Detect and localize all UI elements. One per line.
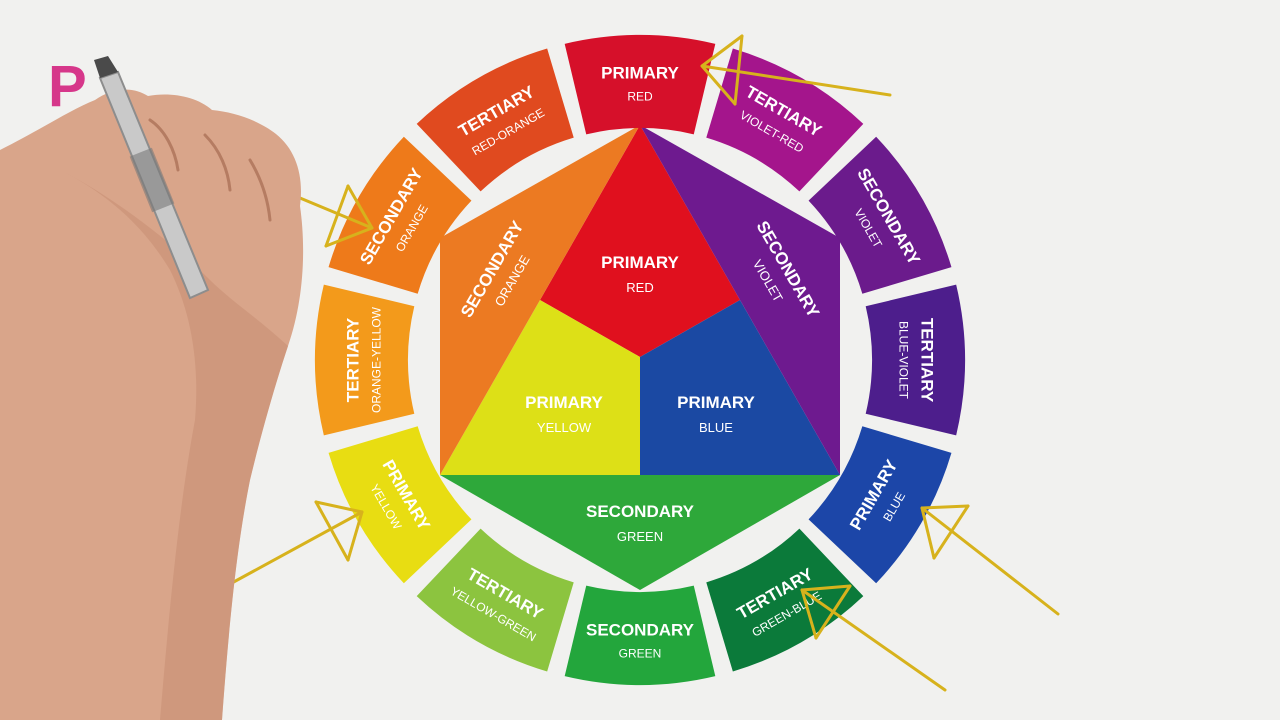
ring-segment-primary-blue [808, 426, 952, 584]
inner-blue-title: PRIMARY [677, 393, 755, 412]
inner-red-title: PRIMARY [601, 253, 679, 272]
ring-segment-title: SECONDARY [586, 621, 695, 640]
ring-segment-secondary-green [564, 585, 716, 685]
hand-illustration [0, 56, 304, 720]
inner-hexagon [440, 125, 840, 590]
ring-segment-tertiary-red-orange [416, 48, 574, 192]
ring-segment-title: TERTIARY [344, 317, 363, 402]
ring-segment-subtitle: RED [627, 90, 653, 104]
inner-secondary-green [440, 475, 840, 590]
inner-secondary-violet [640, 125, 840, 475]
ring-segment-tertiary-violet-red [706, 48, 864, 192]
inner-primary-red [540, 125, 740, 357]
ring-segment-secondary-orange [328, 136, 472, 294]
inner-primary-blue [640, 300, 840, 475]
ring-segment-tertiary-blue-violet [865, 284, 965, 436]
inner-red-sub: RED [626, 280, 653, 295]
inner-green-sub: GREEN [617, 529, 663, 544]
ring-segment-tertiary-yellow-green [416, 528, 574, 672]
arrow-primary-blue [920, 504, 1060, 616]
ring-segment-tertiary-orange-yellow [315, 284, 415, 436]
arrow-secondary-orange [286, 184, 374, 248]
ring-segment-secondary-violet [808, 136, 952, 294]
arrow-tertiary-green-blue [800, 584, 947, 692]
knuckle-lines [148, 118, 272, 222]
inner-secondary-orange [440, 125, 640, 475]
hand-shade [60, 170, 288, 720]
ring-segment-subtitle: BLUE-VIOLET [897, 321, 911, 400]
inner-yellow-sub: YELLOW [537, 420, 592, 435]
ring-segment-title: PRIMARY [601, 64, 679, 83]
ring-segment-subtitle: GREEN [619, 647, 662, 661]
ring-segment-primary-yellow [328, 426, 472, 584]
ring-segment-tertiary-green-blue [706, 528, 864, 672]
ring-segment-title: TERTIARY [918, 318, 937, 403]
inner-primary-yellow [440, 300, 640, 475]
marker-pen-icon [94, 56, 210, 300]
inner-yellow-title: PRIMARY [525, 393, 603, 412]
partial-title: P [48, 54, 88, 119]
inner-blue-sub: BLUE [699, 420, 733, 435]
arrow-primary-red [700, 34, 892, 106]
inner-green-title: SECONDARY [586, 502, 695, 521]
ring-segment-subtitle: ORANGE-YELLOW [370, 306, 384, 413]
ring-segment-primary-red [564, 35, 716, 135]
